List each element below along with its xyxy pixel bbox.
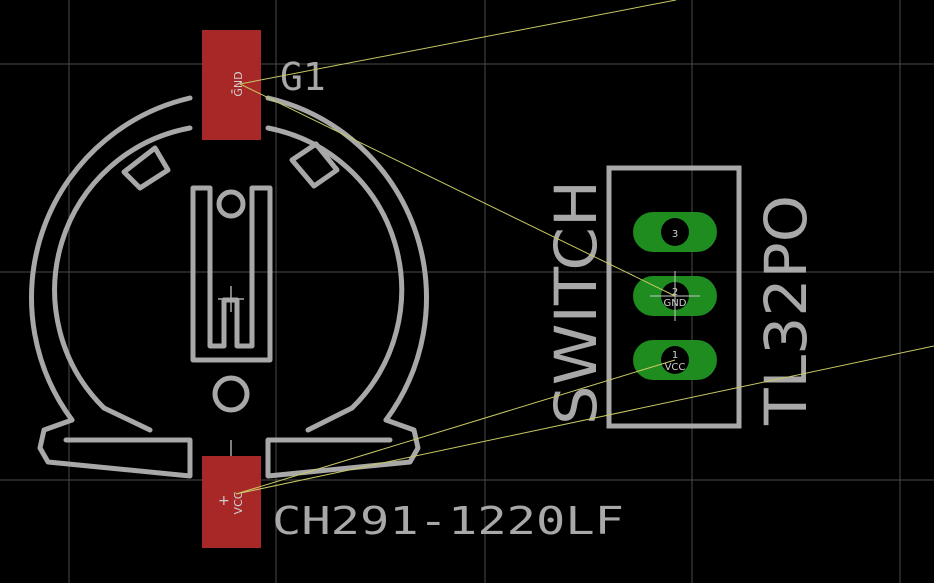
pad-gnd-label: GND [232,71,245,96]
pad-vcc-label: VCC [232,491,245,514]
holder-clip-left [121,145,171,191]
battery-holder-name[interactable]: G1 [280,55,326,99]
holder-outer-arc-left [29,95,193,423]
holder-origin-marks [218,286,244,456]
holder-inner-arc-left [52,125,193,411]
airwire-line[interactable] [235,345,934,495]
switch-pin-1-number: 1 [672,350,678,361]
switch-drill-3 [661,218,689,246]
pad-gnd-polarity: - [224,89,240,94]
battery-holder-value[interactable]: CH291-1220LF [272,499,624,543]
switch-pin-3-number: 3 [672,229,678,240]
airwire-line[interactable] [235,359,676,495]
switch-pin-1-name: VCC [665,362,686,373]
holder-base-right-inner [305,405,355,433]
holder-base-left-inner [101,405,153,433]
airwire-line[interactable] [239,0,677,85]
pad-vcc-polarity: + [218,493,230,509]
switch-value[interactable]: TL32PO [752,195,820,426]
holder-hole-top [216,189,246,219]
airwires [235,0,934,495]
battery-holder-outline[interactable] [29,95,429,479]
holder-base-right [265,417,421,479]
pad-gnd-smd[interactable] [202,30,261,140]
holder-base-left [37,417,193,479]
switch-outline[interactable] [606,165,742,429]
airwire-line[interactable] [239,83,676,297]
holder-clip-right [289,141,340,189]
pad-vcc-smd[interactable] [202,456,261,548]
holder-outer-arc-right [265,95,429,423]
switch-name[interactable]: SWITCH [542,180,610,425]
holder-spring-contact [190,185,273,363]
holder-hole-bottom [212,375,250,413]
